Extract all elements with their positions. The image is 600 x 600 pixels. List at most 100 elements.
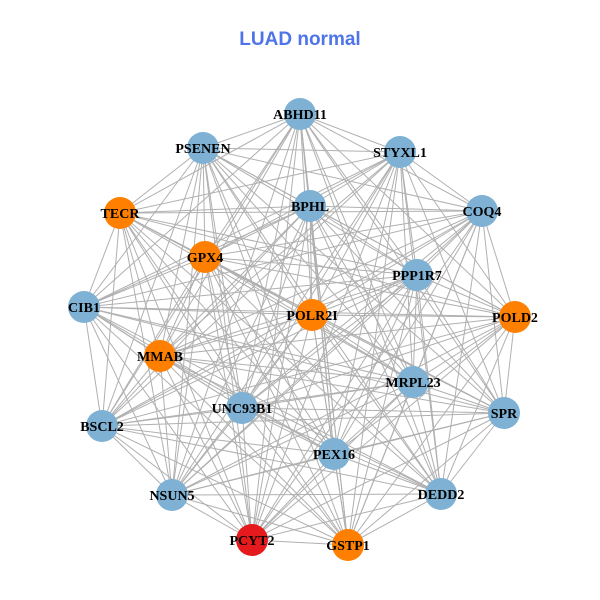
edge-TECR-BPHL	[119, 205, 311, 214]
edge-COQ4-BSCL2	[101, 210, 483, 427]
edge-GPX4-PPP1R7	[204, 256, 418, 276]
node-label: POLR2I	[286, 309, 337, 324]
edge-BSCL2-PEX16	[101, 425, 335, 455]
node-circle[interactable]	[144, 340, 176, 372]
node-POLD2[interactable]: POLD2	[492, 301, 538, 333]
edge-TECR-PPP1R7	[119, 212, 418, 276]
node-circle[interactable]	[425, 478, 457, 510]
edge-PPP1R7-PCYT2	[251, 274, 418, 541]
edge-MMAB-PCYT2	[159, 355, 253, 541]
node-circle[interactable]	[226, 392, 258, 424]
edge-UNC93B1-PEX16	[241, 407, 335, 455]
node-PPP1R7[interactable]: PPP1R7	[392, 259, 442, 291]
edge-MRPL23-NSUN5	[171, 381, 414, 496]
edge-UNC93B1-GSTP1	[241, 407, 349, 546]
edge-TECR-PCYT2	[119, 212, 253, 541]
node-ABHD11[interactable]: ABHD11	[273, 98, 327, 130]
node-COQ4[interactable]: COQ4	[463, 195, 502, 227]
edge-ABHD11-GPX4	[204, 113, 301, 258]
edge-COQ4-PCYT2	[251, 210, 483, 541]
node-BPHL[interactable]: BPHL	[291, 190, 329, 222]
edge-BPHL-UNC93B1	[241, 205, 311, 409]
node-circle[interactable]	[332, 529, 364, 561]
edge-MMAB-SPR	[159, 355, 505, 414]
node-circle[interactable]	[86, 410, 118, 442]
edge-CIB1-DEDD2	[83, 306, 442, 495]
node-TECR[interactable]: TECR	[101, 197, 141, 229]
node-STYXL1[interactable]: STYXL1	[373, 136, 427, 168]
edge-UNC93B1-SPR	[241, 407, 505, 414]
node-label: MMAB	[137, 350, 183, 365]
node-circle[interactable]	[296, 299, 328, 331]
node-label: COQ4	[463, 205, 502, 220]
node-circle[interactable]	[189, 241, 221, 273]
node-label: BSCL2	[80, 420, 124, 435]
edge-POLR2I-MRPL23	[311, 314, 414, 383]
node-circle[interactable]	[397, 366, 429, 398]
edge-STYXL1-NSUN5	[171, 151, 401, 496]
edge-ABHD11-STYXL1	[299, 113, 401, 153]
edge-NSUN5-GSTP1	[171, 494, 349, 546]
edge-STYXL1-CIB1	[83, 151, 401, 308]
edge-GPX4-POLD2	[204, 256, 516, 318]
edge-PSENEN-CIB1	[83, 147, 204, 308]
node-DEDD2[interactable]: DEDD2	[418, 478, 465, 510]
edge-MRPL23-DEDD2	[412, 381, 442, 495]
edge-DEDD2-GSTP1	[347, 493, 442, 546]
node-label: ABHD11	[273, 108, 327, 123]
node-PSENEN[interactable]: PSENEN	[175, 132, 231, 164]
node-UNC93B1[interactable]: UNC93B1	[212, 392, 273, 424]
node-GSTP1[interactable]: GSTP1	[326, 529, 370, 561]
node-label: SPR	[491, 407, 518, 422]
chart-title: LUAD normal	[239, 29, 361, 50]
edge-PPP1R7-UNC93B1	[241, 274, 418, 409]
node-label: UNC93B1	[212, 402, 273, 417]
edge-CIB1-BSCL2	[83, 306, 103, 427]
edge-BPHL-SPR	[309, 205, 505, 414]
node-PEX16[interactable]: PEX16	[313, 438, 355, 470]
edge-UNC93B1-NSUN5	[171, 407, 243, 496]
node-circle[interactable]	[104, 197, 136, 229]
node-circle[interactable]	[401, 259, 433, 291]
edge-POLD2-UNC93B1	[241, 316, 516, 409]
node-label: PPP1R7	[392, 269, 442, 284]
node-label: STYXL1	[373, 146, 427, 161]
edge-ABHD11-PSENEN	[202, 113, 301, 149]
node-circle[interactable]	[384, 136, 416, 168]
node-circle[interactable]	[236, 524, 268, 556]
node-label: GSTP1	[326, 539, 370, 554]
node-NSUN5[interactable]: NSUN5	[149, 479, 195, 511]
edge-PSENEN-PEX16	[202, 147, 335, 455]
node-CIB1[interactable]: CIB1	[68, 291, 100, 323]
edge-COQ4-PEX16	[333, 210, 483, 455]
node-circle[interactable]	[499, 301, 531, 333]
node-MMAB[interactable]: MMAB	[137, 340, 183, 372]
node-circle[interactable]	[466, 195, 498, 227]
node-circle[interactable]	[68, 291, 100, 323]
node-BSCL2[interactable]: BSCL2	[80, 410, 124, 442]
node-circle[interactable]	[294, 190, 326, 222]
node-MRPL23[interactable]: MRPL23	[385, 366, 441, 398]
node-POLR2I[interactable]: POLR2I	[286, 299, 338, 331]
node-label: TECR	[101, 207, 141, 222]
node-circle[interactable]	[318, 438, 350, 470]
node-PCYT2[interactable]: PCYT2	[229, 524, 275, 556]
edge-MRPL23-GSTP1	[347, 381, 414, 546]
edge-ABHD11-PPP1R7	[299, 113, 418, 276]
edge-BPHL-COQ4	[309, 205, 483, 212]
node-label: POLD2	[492, 311, 538, 326]
node-SPR[interactable]: SPR	[488, 397, 520, 429]
node-circle[interactable]	[488, 397, 520, 429]
edge-CIB1-GSTP1	[83, 306, 349, 546]
node-GPX4[interactable]: GPX4	[187, 241, 224, 273]
edge-STYXL1-BPHL	[309, 151, 401, 207]
node-circle[interactable]	[284, 98, 316, 130]
edge-PCYT2-GSTP1	[251, 539, 349, 546]
edge-PSENEN-COQ4	[202, 147, 483, 212]
edge-COQ4-CIB1	[83, 210, 483, 308]
node-circle[interactable]	[187, 132, 219, 164]
edge-BSCL2-NSUN5	[101, 425, 173, 496]
edge-GPX4-DEDD2	[204, 256, 442, 495]
node-circle[interactable]	[156, 479, 188, 511]
edge-MMAB-UNC93B1	[159, 355, 243, 409]
